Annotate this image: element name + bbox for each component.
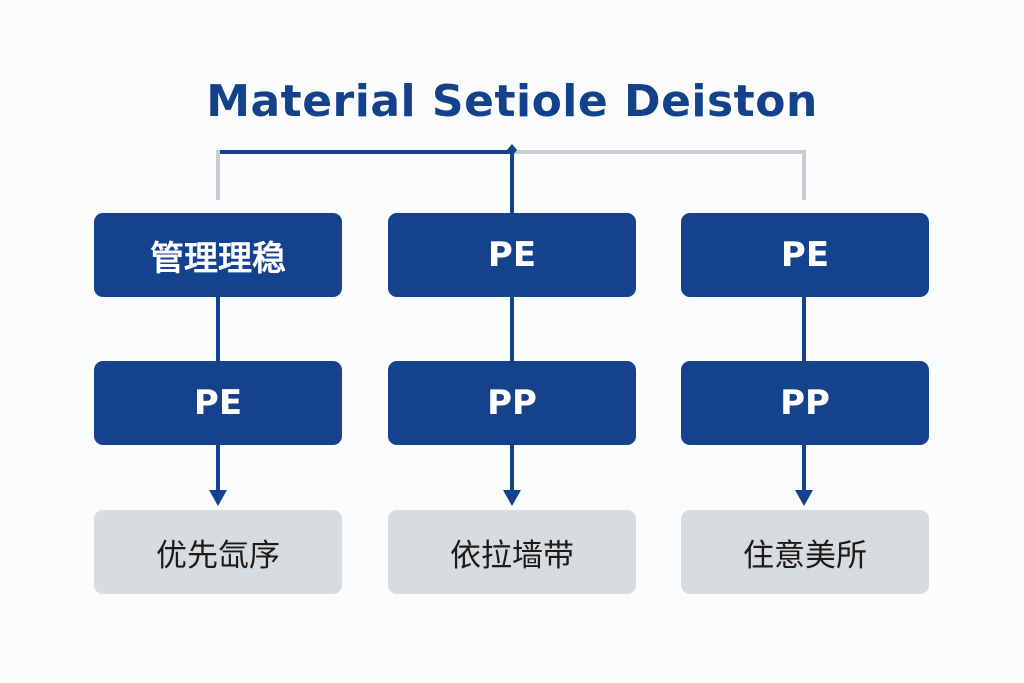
col2-middle-box: PP xyxy=(388,361,636,445)
col3-middle-label: PP xyxy=(780,383,830,423)
diagram-title: Material Setiole Deiston xyxy=(206,76,818,127)
col3-arrow-head xyxy=(795,490,813,506)
bracket-junction-marker xyxy=(507,144,517,156)
col1-arrow-head xyxy=(209,490,227,506)
col1-bottom-label: 优先氙序 xyxy=(156,537,280,574)
col2-top-label: PE xyxy=(487,235,537,275)
col2-middle-label: PP xyxy=(487,383,537,423)
col2-arrow-head xyxy=(503,490,521,506)
col2-bottom-box: 依拉墙带 xyxy=(388,510,636,594)
col1-top-label: 管理理稳 xyxy=(150,238,286,279)
col1-top-box: 管理理稳 xyxy=(94,213,342,297)
col3-middle-box: PP xyxy=(681,361,929,445)
col3-bottom-label: 住意美所 xyxy=(743,537,867,574)
col1-bottom-box: 优先氙序 xyxy=(94,510,342,594)
col3-bottom-box: 住意美所 xyxy=(681,510,929,594)
col1-middle-box: PE xyxy=(94,361,342,445)
col3-top-box: PE xyxy=(681,213,929,297)
col2-top-box: PE xyxy=(388,213,636,297)
col1-middle-label: PE xyxy=(193,383,243,423)
col3-top-label: PE xyxy=(780,235,830,275)
col2-bottom-label: 依拉墙带 xyxy=(450,537,574,574)
